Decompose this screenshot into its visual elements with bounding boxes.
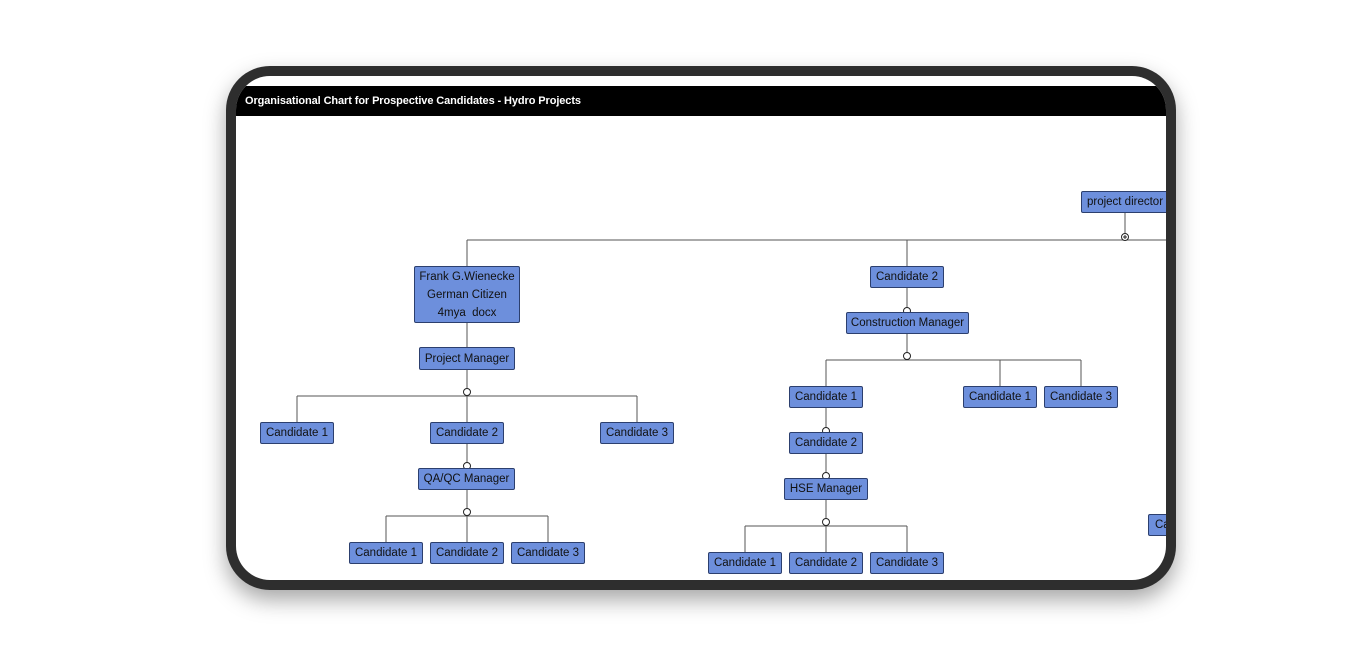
frank-name: Frank G.Wienecke	[419, 270, 515, 283]
node-candidate-2-top[interactable]: Candidate 2	[870, 266, 944, 288]
node-pm-candidate-2[interactable]: Candidate 2	[430, 422, 504, 444]
toggle-cm	[903, 352, 911, 360]
device-frame: Organisational Chart for Prospective Can…	[226, 66, 1176, 590]
node-qaqc-manager[interactable]: QA/QC Manager	[418, 468, 515, 490]
node-pm-candidate-2-label: Candidate 2	[435, 427, 499, 439]
node-project-director[interactable]: project director	[1081, 191, 1166, 213]
node-hse-candidate-3[interactable]: Candidate 3	[870, 552, 944, 574]
node-hse-candidate-2[interactable]: Candidate 2	[789, 552, 863, 574]
node-qaqc-candidate-3-label: Candidate 3	[516, 547, 580, 559]
node-project-manager-label: Project Manager	[424, 352, 510, 365]
node-pm-candidate-3-label: Candidate 3	[605, 427, 669, 439]
node-candidate-2-top-label: Candidate 2	[875, 271, 939, 283]
node-qaqc-candidate-1[interactable]: Candidate 1	[349, 542, 423, 564]
node-cm-candidate-3[interactable]: Candidate 3	[1044, 386, 1118, 408]
toggle-pm	[463, 388, 471, 396]
title-bar: Organisational Chart for Prospective Can…	[236, 86, 1166, 116]
node-frank-wienecke[interactable]: Frank G.Wienecke German Citizen 4mya doc…	[414, 266, 520, 323]
node-cm-candidate-1b-label: Candidate 1	[968, 391, 1032, 403]
node-qaqc-manager-label: QA/QC Manager	[423, 473, 510, 485]
node-construction-manager-label: Construction Manager	[850, 317, 965, 329]
toggle-qaqc	[463, 508, 471, 516]
node-project-director-label: project director	[1086, 196, 1164, 208]
node-qaqc-candidate-2[interactable]: Candidate 2	[430, 542, 504, 564]
node-hse-candidate-2-label: Candidate 2	[794, 557, 858, 569]
node-hse-manager[interactable]: HSE Manager	[784, 478, 868, 500]
node-cm-candidate-1[interactable]: Candidate 1	[789, 386, 863, 408]
node-partial-candidate[interactable]: Ca	[1148, 514, 1166, 536]
node-partial-candidate-label: Ca	[1155, 519, 1166, 531]
node-pm-candidate-1[interactable]: Candidate 1	[260, 422, 334, 444]
node-project-manager[interactable]: Project Manager	[419, 347, 515, 370]
node-construction-manager[interactable]: Construction Manager	[846, 312, 969, 334]
node-pm-candidate-1-label: Candidate 1	[265, 427, 329, 439]
node-qaqc-candidate-2-label: Candidate 2	[435, 547, 499, 559]
connector-cm-children	[825, 334, 1082, 386]
org-chart-canvas[interactable]: project director Frank G.Wienecke German…	[236, 116, 1166, 580]
node-cm-sub-candidate-2[interactable]: Candidate 2	[789, 432, 863, 454]
device-screen: Organisational Chart for Prospective Can…	[236, 76, 1166, 580]
node-qaqc-candidate-3[interactable]: Candidate 3	[511, 542, 585, 564]
node-cm-sub-candidate-2-label: Candidate 2	[794, 437, 858, 449]
page-title: Organisational Chart for Prospective Can…	[245, 95, 581, 107]
node-hse-candidate-1[interactable]: Candidate 1	[708, 552, 782, 574]
node-pm-candidate-3[interactable]: Candidate 3	[600, 422, 674, 444]
node-cm-candidate-1b[interactable]: Candidate 1	[963, 386, 1037, 408]
node-cm-candidate-1-label: Candidate 1	[794, 391, 858, 403]
node-cm-candidate-3-label: Candidate 3	[1049, 391, 1113, 403]
toggle-hse	[822, 518, 830, 526]
frank-file: 4mya docx	[437, 306, 497, 319]
node-hse-candidate-3-label: Candidate 3	[875, 557, 939, 569]
frank-citizenship: German Citizen	[427, 288, 507, 301]
node-qaqc-candidate-1-label: Candidate 1	[354, 547, 418, 559]
node-hse-candidate-1-label: Candidate 1	[713, 557, 777, 569]
node-hse-manager-label: HSE Manager	[789, 483, 863, 495]
org-chart-connectors	[296, 213, 1166, 552]
